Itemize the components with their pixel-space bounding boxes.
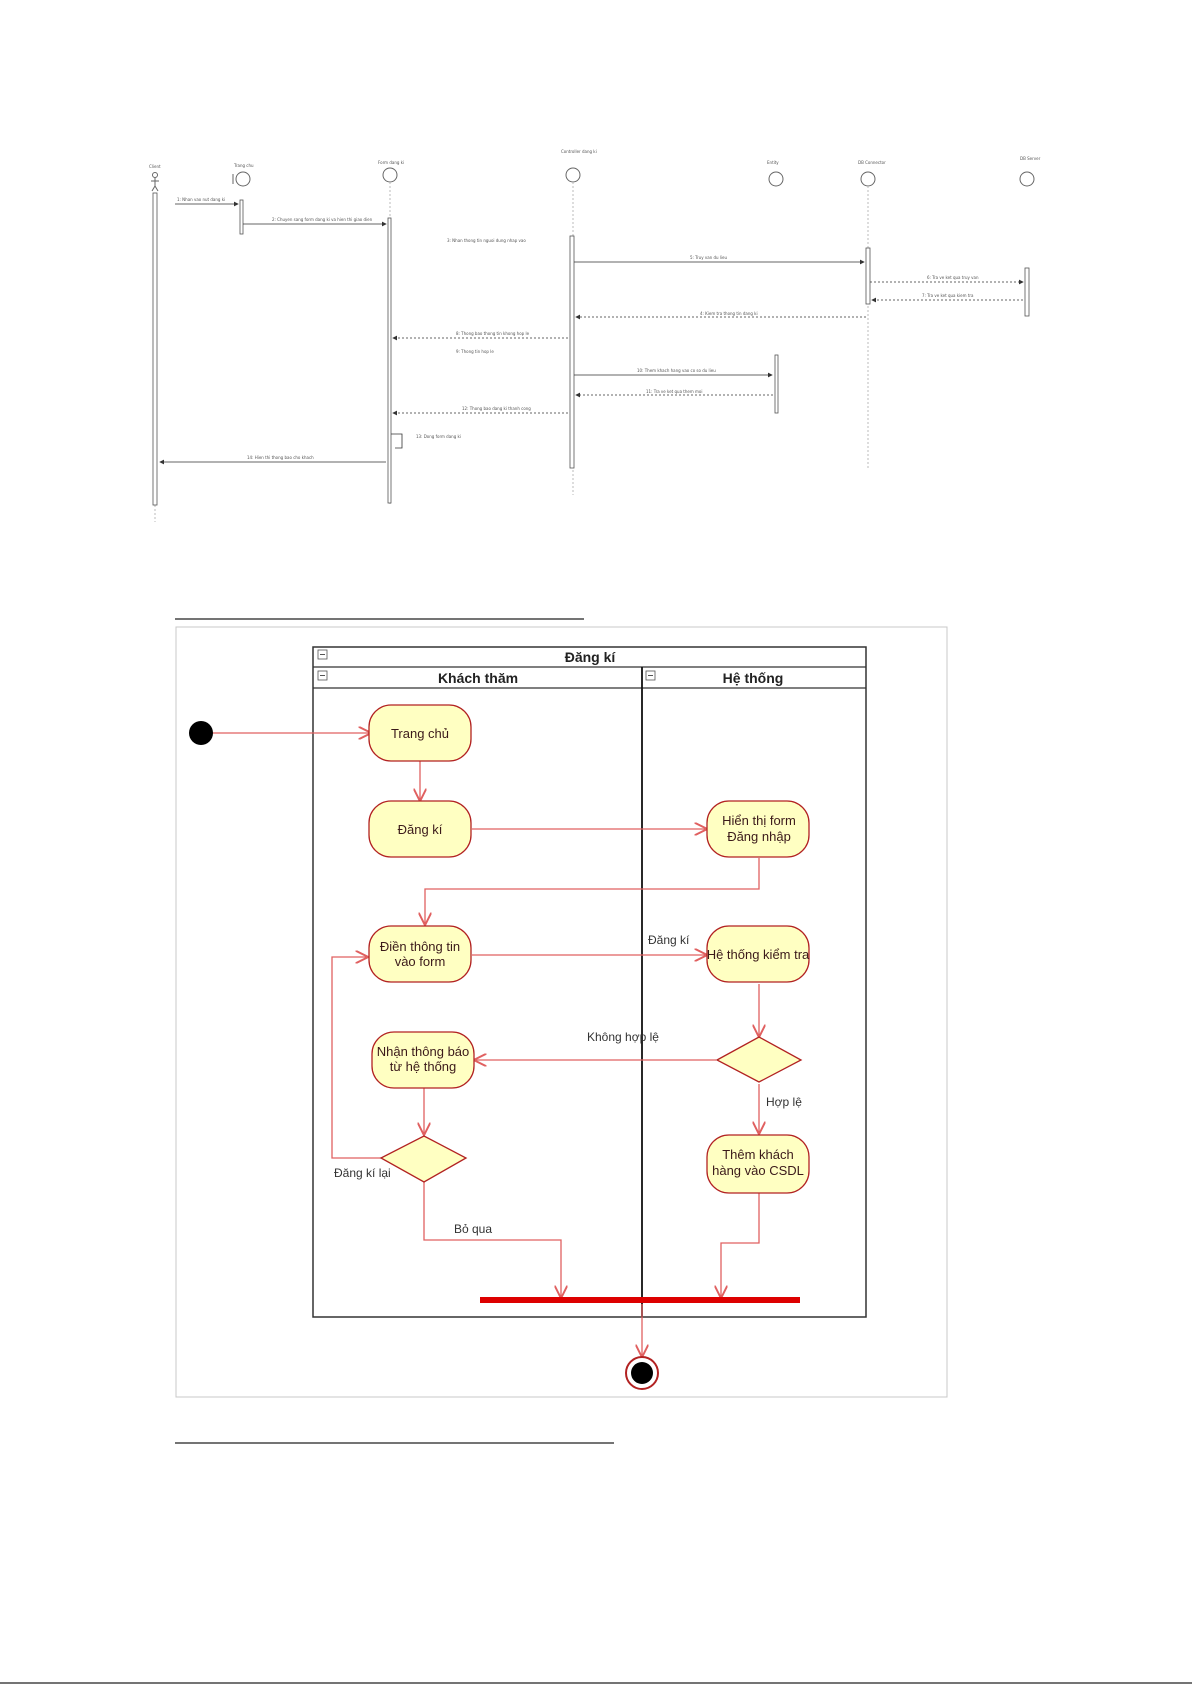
lane-title-right: Hệ thống [723, 670, 784, 686]
activation-bar [1024, 267, 1030, 317]
label-receive-2: từ hệ thống [390, 1059, 457, 1074]
action-show-form [706, 800, 810, 858]
label-add-customer-1: Thêm khách [722, 1147, 794, 1162]
decision-retry [379, 1135, 468, 1183]
label-home: Trang chủ [391, 726, 449, 741]
action-receive-notice [371, 1031, 475, 1089]
action-add-customer [706, 1134, 810, 1194]
message-label: 2: Chuyen sang form dang ki va hien thi … [272, 217, 373, 222]
activation-bar [152, 192, 158, 506]
edge-retry [331, 957, 381, 1159]
edge-label-retry: Đăng kí lại [334, 1166, 391, 1180]
lifeline-label: Form dang ki [378, 160, 404, 165]
lifeline-server: DB Server [1019, 156, 1041, 187]
edge-label-skip: Bỏ qua [454, 1222, 492, 1236]
lifeline-label: Controller dang ki [561, 149, 597, 154]
label-show-form-2: Đăng nhập [727, 829, 791, 844]
lifeline-ui: Trang chu [232, 163, 254, 187]
activation-bar [774, 354, 779, 414]
message-label: 13: Dong form dang ki [416, 434, 461, 439]
edge-showform-fill [425, 858, 760, 924]
lifeline-label: Entity [767, 160, 779, 165]
join-bar [480, 1297, 800, 1303]
message-label: 5: Truy van du lieu [690, 255, 727, 260]
activation-bar [865, 247, 871, 305]
edge-add-join [721, 1193, 760, 1297]
edge-label-register: Đăng kí [648, 933, 690, 947]
label-fill-form-2: vào form [395, 954, 446, 969]
action-fill-form [368, 925, 472, 983]
activation-bar [569, 235, 575, 469]
edge-label-valid: Hợp lệ [766, 1095, 802, 1109]
label-fill-form-1: Điền thông tin [380, 939, 460, 954]
message-label: 14: Hien thi thong bao cho khach [247, 455, 314, 460]
swimlane-title: Đăng kí [565, 649, 617, 665]
label-register: Đăng kí [398, 822, 443, 837]
start-node [189, 721, 213, 745]
end-node-inner [631, 1362, 653, 1384]
message-label: 7: Tra ve ket qua kiem tra [922, 293, 974, 298]
message-label: 10: Them khach hang vao co so du lieu [637, 368, 716, 373]
lifeline-label: DB Connector [858, 160, 886, 165]
lane-title-left: Khách thăm [438, 670, 518, 686]
decision-check-result [715, 1036, 803, 1083]
action-system-check [706, 925, 810, 983]
lifeline-label: DB Server [1020, 156, 1041, 161]
message-label: 6: Tra ve ket qua truy van [927, 275, 979, 280]
label-receive-1: Nhận thông báo [377, 1044, 470, 1059]
message-label: 11: Tra ve ket qua them moi [646, 389, 703, 394]
message-label: 8: Thong bao thong tin khong hop le [456, 331, 530, 336]
self-message-arrow [391, 433, 403, 449]
lifeline-actor: Client [149, 164, 161, 192]
label-show-form-1: Hiển thị form [722, 813, 796, 828]
action-home [368, 704, 472, 762]
lifeline-label: Client [149, 164, 161, 169]
activation-bar [387, 217, 392, 504]
lifeline-entity: Entity [767, 160, 784, 187]
activation-bar [239, 199, 244, 235]
message-label: 1: Nhan vao nut dang ki [177, 197, 225, 202]
action-register [368, 800, 472, 858]
message-label: 3: Nhan thong tin nguoi dung nhap vao [447, 238, 526, 243]
edge-skip [423, 1182, 561, 1297]
label-system-check: Hệ thống kiểm tra [707, 947, 810, 962]
message-label: 12: Thong bao dang ki thanh cong [462, 406, 531, 411]
message-label: 9: Thong tin hop le [456, 349, 494, 354]
lifeline-label: Trang chu [233, 163, 254, 168]
edge-label-invalid: Không hợp lệ [587, 1030, 659, 1044]
label-add-customer-2: hàng vào CSDL [712, 1163, 804, 1178]
message-label: 4: Kiem tra thong tin dang ki [700, 311, 758, 316]
